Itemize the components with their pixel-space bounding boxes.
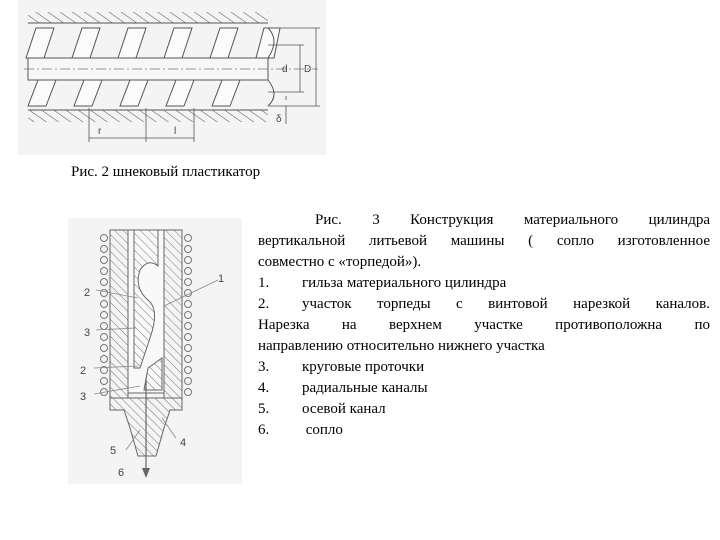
list-item-text: круговые проточки [302,359,425,375]
cylinder-figure: 1 2 3 2 3 4 5 6 [68,218,242,484]
list-item-number: 1. [258,275,270,291]
torpedo [133,229,159,369]
dim-r-label: r [98,126,102,137]
list-item: 3. круговые проточки [258,357,710,378]
dim-d-label: d [282,64,288,75]
dim-delta-label: δ [276,114,282,125]
screw-plasticizer-figure: d D δ r l [18,0,326,155]
list-item-text: осевой канал [302,401,386,417]
dim-l-label: l [174,126,176,137]
list-item-text: участок торпеды с винтовой нарезкой кана… [302,296,710,312]
list-item-text: радиальные каналы [302,380,428,396]
list-item: 1. гильза материального цилиндра [258,273,710,294]
list-item-number: 2. [258,296,270,312]
list-item: 5. осевой канал [258,399,710,420]
list-item-number: 6. [258,422,270,438]
label-4: 4 [180,437,186,449]
list-item-number: 3. [258,359,270,375]
leader-lines [93,279,219,451]
list-item-number: 5. [258,401,270,417]
label-3-lower: 3 [80,391,86,403]
list-item: 2. участок торпеды с винтовой нарезкой к… [258,294,710,315]
heater-coils-right [184,234,192,396]
figure3-title-line2: вертикальной литьевой машины ( сопло изг… [258,233,710,249]
list-item: 4. радиальные каналы [258,378,710,399]
list-item: 6. сопло [258,420,710,441]
label-2-upper: 2 [84,287,90,299]
dim-D-label: D [304,64,311,75]
list-item-continuation: направлению относительно нижнего участка [258,338,545,354]
list-item-text: гильза материального цилиндра [302,275,507,291]
figure3-title-line3: совместно с «торпедой»). [258,254,422,270]
label-5: 5 [110,445,116,457]
barrel-wall-right [163,229,183,399]
heater-coils-left [100,234,108,396]
dimension-lines [268,27,320,124]
screw-flights-top [25,27,281,59]
figure3-title-line1: Рис. 3 Конструкция материального цилиндр… [315,212,710,228]
figure2-caption: Рис. 2 шнековый пластикатор [71,164,261,180]
screw-flights-bottom [27,79,241,107]
label-1: 1 [218,273,224,285]
cylinder-drawing: 1 2 3 2 3 4 5 6 [80,229,224,479]
label-3-upper: 3 [84,327,90,339]
list-item-text: сопло [302,422,343,438]
screw-drawing: d D δ r l [24,12,320,142]
list-item-continuation: Нарезка на верхнем участке противоположн… [258,317,710,333]
barrel-wall-left [109,229,129,399]
barrel-wall-bottom [28,110,268,122]
label-2-lower: 2 [80,365,86,377]
figure3-description: Рис. 3 Конструкция материального цилиндр… [258,210,710,441]
label-6: 6 [118,467,124,479]
barrel-wall-top [28,12,268,23]
list-item-number: 4. [258,380,270,396]
